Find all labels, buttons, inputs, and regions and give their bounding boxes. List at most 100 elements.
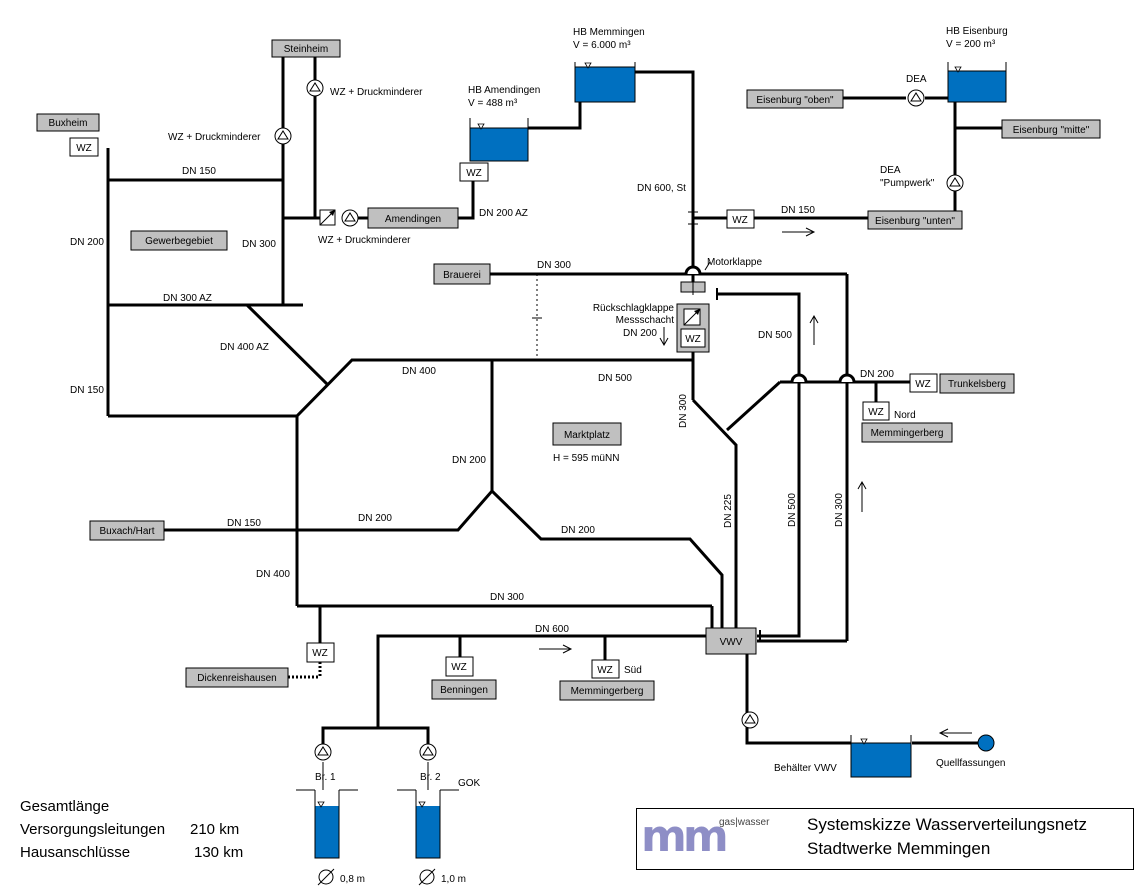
node-eisenburg-mitte[interactable]: Eisenburg "mitte" xyxy=(1001,119,1101,139)
diameter-icon xyxy=(317,868,436,886)
label-hb-eisenburg: HB Eisenburg xyxy=(946,26,1008,37)
label-diameter-br1: 0,8 m xyxy=(340,874,365,885)
node-label: Dickenreishausen xyxy=(197,673,277,684)
summary-supply-label: Versorgungsleitungen xyxy=(20,821,166,838)
pump-icon-br1 xyxy=(314,743,332,761)
summary-supply-value: 210 km xyxy=(190,821,240,838)
label-messschacht: Messschacht xyxy=(616,315,675,326)
label-hb-eisenburg-volume: V = 200 m³ xyxy=(946,39,996,50)
node-label: Marktplatz xyxy=(564,430,610,441)
node-eisenburg-oben[interactable]: Eisenburg "oben" xyxy=(746,89,844,109)
label-dea: DEA xyxy=(906,74,927,85)
pump-icon-vwv xyxy=(741,711,759,729)
node-buxheim[interactable]: Buxheim xyxy=(36,113,100,132)
node-eisenburg-unten[interactable]: Eisenburg "unten" xyxy=(867,210,963,230)
wz-label: WZ xyxy=(915,379,931,390)
node-memmingerberg-nord[interactable]: Memmingerberg xyxy=(861,422,953,443)
pump-icon-steinheim xyxy=(306,79,324,97)
title-block: mm gas|wasser Systemskizze Wasserverteil… xyxy=(636,808,1134,870)
node-vwv[interactable]: VWV xyxy=(705,627,757,655)
pipe-label: DN 300 xyxy=(834,493,845,527)
node-dickenreishausen[interactable]: Dickenreishausen xyxy=(185,667,289,688)
node-trunkelsberg[interactable]: Trunkelsberg xyxy=(939,373,1015,394)
label-hb-amendingen: HB Amendingen xyxy=(468,85,540,96)
pipe-label: DN 300 AZ xyxy=(163,293,212,304)
well-br2 xyxy=(397,762,459,859)
node-label: Steinheim xyxy=(284,44,328,55)
pipe-label: DN 500 xyxy=(758,330,792,341)
label-br2: Br. 2 xyxy=(420,772,441,783)
label-motorklappe: Motorklappe xyxy=(707,257,762,268)
wz-eisenburg: WZ xyxy=(726,209,755,229)
wz-label: WZ xyxy=(732,215,748,226)
pipe-label: DN 600 xyxy=(535,624,569,635)
wz-label: WZ xyxy=(312,648,328,659)
wz-dickenreishausen: WZ xyxy=(306,642,335,663)
pipe-label: DN 300 xyxy=(537,260,571,271)
node-label: Benningen xyxy=(440,685,488,696)
summary-house-label: Hausanschlüsse xyxy=(20,844,131,861)
wz-buxheim: WZ xyxy=(69,137,99,157)
pipe-label: DN 150 xyxy=(70,385,104,396)
node-buxach-hart[interactable]: Buxach/Hart xyxy=(89,520,165,541)
node-label: Trunkelsberg xyxy=(948,379,1006,390)
node-amendingen[interactable]: Amendingen xyxy=(367,207,459,229)
summary-house-value: 130 km xyxy=(194,844,244,861)
wz-label: WZ xyxy=(868,407,884,418)
label-diameter-br2: 1,0 m xyxy=(441,874,466,885)
node-memmingerberg-sued[interactable]: Memmingerberg xyxy=(559,680,655,701)
label-nord: Nord xyxy=(894,410,916,421)
pump-icon-buxheim-route xyxy=(274,127,292,145)
wz-trunkelsberg: WZ xyxy=(909,373,938,393)
node-label: Memmingerberg xyxy=(571,686,644,697)
pipe-label: DN 200 xyxy=(358,513,392,524)
label-behaelter-vwv: Behälter VWV xyxy=(774,763,837,774)
pipe-crossings xyxy=(684,265,856,383)
pump-icon-dea xyxy=(907,89,925,107)
pipe-label: DN 150 xyxy=(182,166,216,177)
wz-sued: WZ xyxy=(591,659,620,679)
node-label: Brauerei xyxy=(443,270,481,281)
node-steinheim[interactable]: Steinheim xyxy=(271,39,341,58)
node-label: Amendingen xyxy=(385,214,441,225)
pipe-label: DN 300 xyxy=(678,394,689,428)
messschacht-wz: WZ xyxy=(685,334,701,345)
wz-label: WZ xyxy=(466,168,482,179)
node-label: Gewerbegebiet xyxy=(145,236,213,247)
label-gok: GOK xyxy=(458,778,481,789)
label-hb-memmingen-volume: V = 6.000 m³ xyxy=(573,40,631,51)
node-gewerbegebiet[interactable]: Gewerbegebiet xyxy=(130,230,228,251)
label-quellfassungen: Quellfassungen xyxy=(936,758,1006,769)
pipe-label: DN 200 xyxy=(452,455,486,466)
pipe-label: DN 200 xyxy=(860,369,894,380)
node-brauerei[interactable]: Brauerei xyxy=(433,263,491,285)
label-dea-pumpwerk-1: DEA xyxy=(880,165,901,176)
messschacht-icon: WZ xyxy=(676,303,710,353)
pipe-label: DN 150 xyxy=(227,518,261,529)
pipe-label: DN 200 xyxy=(561,525,595,536)
node-marktplatz[interactable]: Marktplatz xyxy=(552,422,622,446)
node-benningen[interactable]: Benningen xyxy=(431,679,497,700)
wz-nord: WZ xyxy=(862,401,890,421)
annotations: WZ + Druckminderer WZ + Druckminderer WZ… xyxy=(168,26,1008,886)
wz-label: WZ xyxy=(76,143,92,154)
flow-arrows xyxy=(539,227,972,738)
label-dea-pumpwerk-2: "Pumpwerk" xyxy=(880,178,935,189)
label-hoehe: H = 595 müNN xyxy=(553,453,619,464)
tank-hb-eisenburg xyxy=(947,62,1007,103)
label-wz-druckminderer-2: WZ + Druckminderer xyxy=(168,132,261,143)
pipe-label: DN 300 xyxy=(242,239,276,250)
node-label: Buxach/Hart xyxy=(99,526,154,537)
pipe-label: DN 225 xyxy=(723,494,734,528)
pipe-labels: DN 150 DN 200 DN 300 DN 300 AZ DN 400 AZ… xyxy=(70,166,894,635)
node-label: VWV xyxy=(720,637,743,648)
well-br1 xyxy=(296,762,358,859)
pipe-label: DN 400 AZ xyxy=(220,342,269,353)
pipe-label: DN 300 xyxy=(490,592,524,603)
label-hb-memmingen: HB Memmingen xyxy=(573,27,645,38)
pipe-label: DN 200 xyxy=(623,328,657,339)
label-wz-druckminderer-3: WZ + Druckminderer xyxy=(318,235,411,246)
logo-subtitle: gas|wasser xyxy=(719,817,770,828)
tank-hb-memmingen xyxy=(574,62,636,103)
